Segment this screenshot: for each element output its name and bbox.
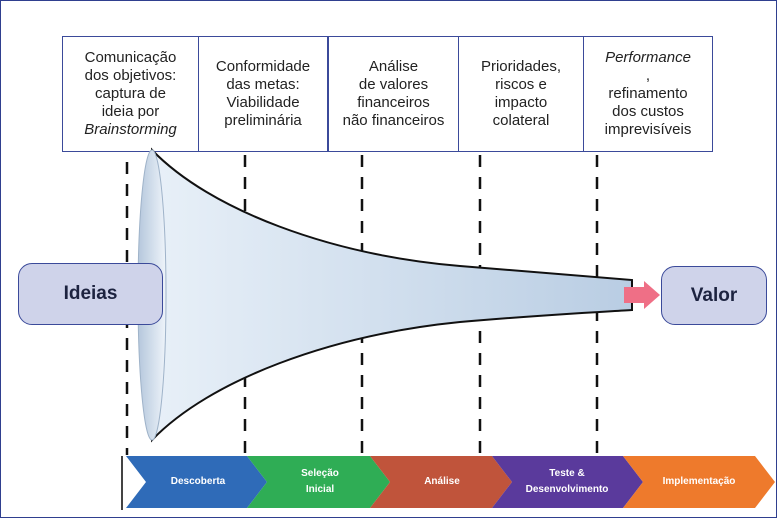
stage-1-line-1: Comunicação bbox=[84, 49, 177, 66]
phase-label-3: Análise bbox=[390, 456, 494, 508]
stage-1-line-5: Brainstorming bbox=[84, 121, 177, 138]
stage-box-2: Conformidade das metas: Viabilidade prel… bbox=[198, 36, 328, 152]
stage-box-1: Comunicação dos objetivos: captura de id… bbox=[62, 36, 199, 152]
stage-1-line-4: ideia por bbox=[101, 103, 160, 120]
dashed-dividers bbox=[125, 155, 599, 455]
phase-chevron-4 bbox=[492, 456, 643, 508]
stage-4-line-4: colateral bbox=[492, 112, 550, 129]
stage-3-line-1: Análise bbox=[368, 58, 419, 75]
input-ideias: Ideias bbox=[18, 263, 163, 325]
phase-label-4: Teste & Desenvolvimento bbox=[510, 456, 624, 508]
stage-5-italic-word: Performance bbox=[605, 49, 691, 66]
stage-2-line-4: preliminária bbox=[224, 112, 302, 129]
phase-label-5: Implementação bbox=[643, 456, 755, 508]
stage-5-line-1: Performance, bbox=[605, 49, 692, 85]
stage-1-line-3: captura de bbox=[95, 85, 166, 102]
stage-2-line-3: Viabilidade bbox=[226, 94, 300, 111]
stage-3-line-3: financeiros bbox=[357, 94, 430, 111]
phase-chevron-2 bbox=[247, 456, 390, 508]
stage-2-line-2: das metas: bbox=[226, 76, 300, 93]
phase-label-1: Descoberta bbox=[146, 456, 250, 508]
phase-4-line-2: Desenvolvimento bbox=[525, 484, 609, 495]
stage-4-line-2: riscos e bbox=[495, 76, 547, 93]
stage-5-line-4: imprevisíveis bbox=[604, 121, 692, 138]
stage-3-line-4: não financeiros bbox=[342, 112, 445, 129]
stage-box-4: Prioridades, riscos e impacto colateral bbox=[458, 36, 584, 152]
stage-5-comma: , bbox=[645, 67, 651, 84]
phase-2-line-1: Seleção bbox=[301, 468, 339, 479]
phase-3-line-1: Análise bbox=[424, 476, 460, 487]
phase-1-line-1: Descoberta bbox=[170, 476, 226, 487]
phase-label-2: Seleção Inicial bbox=[267, 456, 373, 508]
stage-4-line-1: Prioridades, bbox=[480, 58, 562, 75]
phase-4-line-1: Teste & bbox=[549, 468, 585, 479]
phase-chevron-5 bbox=[623, 456, 775, 508]
stage-box-3: Análise de valores financeiros não finan… bbox=[328, 36, 459, 152]
phase-chevron-1 bbox=[126, 456, 267, 508]
phase-5-line-1: Implementação bbox=[662, 476, 736, 487]
stage-2-line-1: Conformidade bbox=[215, 58, 311, 75]
stage-1-line-2: dos objetivos: bbox=[84, 67, 177, 84]
output-arrow bbox=[624, 281, 660, 309]
stage-5-line-3: dos custos bbox=[612, 103, 684, 120]
phase-2-line-2: Inicial bbox=[305, 484, 335, 495]
stage-5-line-2: refinamento bbox=[608, 85, 688, 102]
output-valor: Valor bbox=[661, 266, 767, 325]
stage-4-line-3: impacto bbox=[494, 94, 548, 111]
funnel-body bbox=[151, 147, 633, 443]
stage-3-line-2: de valores bbox=[358, 76, 429, 93]
phase-chevron-3 bbox=[370, 456, 512, 508]
stage-box-5: Performance, refinamento dos custos impr… bbox=[583, 36, 713, 152]
